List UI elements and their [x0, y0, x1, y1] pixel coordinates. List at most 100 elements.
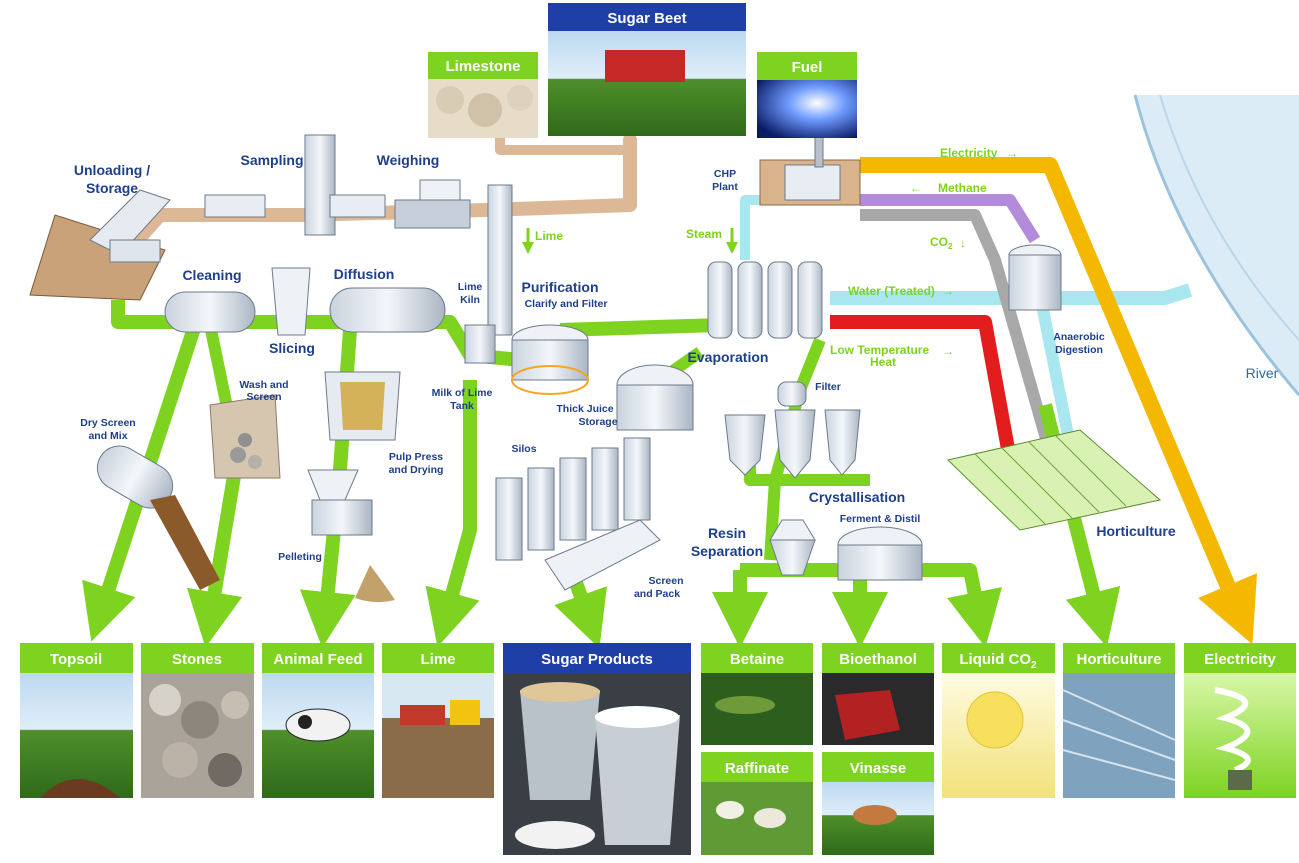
water-line [830, 283, 1193, 305]
heat-line [830, 315, 1017, 462]
silos-label: Silos [511, 443, 536, 455]
output-label-lime: Lime [420, 651, 455, 668]
output-label-vinasse: Vinasse [850, 760, 906, 777]
diffusion-drum [329, 287, 446, 333]
output-label-stones: Stones [172, 651, 222, 668]
slicing-label: Slicing [269, 340, 315, 356]
weighing-label: Weighing [377, 152, 440, 168]
steam-line [740, 195, 820, 260]
output-stones: Stones [141, 643, 254, 798]
electricity-line [860, 157, 1258, 645]
pulp-press [324, 371, 401, 441]
purification-clarifier [511, 324, 589, 395]
flow-labels: Lime Steam Electricity → ← Methane CO2 ↓… [535, 146, 1018, 369]
sampling-label: Sampling [240, 152, 303, 168]
output-electricity: Electricity [1184, 643, 1296, 798]
lime-kiln-label-1: Lime [458, 281, 483, 293]
process-labels: Unloading / Storage Sampling Weighing Cl… [74, 152, 1279, 600]
co2-flow-label: CO2 [930, 235, 953, 251]
heat-flow-label-1: Low Temperature [830, 343, 929, 357]
evaporators [707, 261, 823, 339]
steam-flow-label: Steam [686, 227, 722, 241]
output-lime: Lime [382, 643, 494, 798]
dry-screen-label-2: and Mix [88, 430, 127, 442]
unloading-label: Unloading / [74, 162, 150, 178]
heat-arrow: → [942, 344, 954, 358]
co2-arrow: ↓ [960, 236, 966, 250]
crystallisers [724, 381, 861, 479]
sampling-trucks [204, 134, 386, 236]
dry-screen-drum [96, 445, 220, 590]
input-limestone: Limestone [428, 52, 538, 138]
output-bioethanol: Bioethanol [822, 643, 934, 745]
screen-pack-label-2: and Pack [634, 588, 680, 600]
output-horticulture: Horticulture [1062, 643, 1176, 798]
crystallisation-label: Crystallisation [809, 489, 905, 505]
clarify-label: Clarify and Filter [525, 298, 608, 310]
greenhouses [946, 429, 1162, 531]
output-animal-feed: Animal Feed [262, 643, 374, 798]
methane-line [860, 194, 1041, 244]
fermenter [837, 526, 923, 581]
thick-juice-label-2: Storage [578, 416, 617, 428]
river-label: River [1246, 365, 1279, 381]
weighbridge [394, 179, 471, 229]
milk-of-lime-label-1: Milk of Lime [432, 387, 493, 399]
input-fuel: Fuel [757, 52, 857, 138]
thick-juice-storage [616, 364, 694, 431]
resin-label-1: Resin [708, 525, 746, 541]
chp-label-1: CHP [714, 168, 736, 180]
pelleting-label: Pelleting [278, 551, 322, 563]
wash-label-1: Wash and [239, 379, 288, 391]
input-label-fuel: Fuel [792, 59, 823, 76]
resin-separator [769, 519, 816, 576]
output-raffinate: Raffinate [701, 752, 813, 855]
output-vinasse: Vinasse [822, 752, 934, 855]
input-label-limestone: Limestone [445, 58, 520, 75]
input-sugar-beet: Sugar Beet [548, 3, 746, 136]
methane-arrow: ← [910, 181, 922, 195]
pelleting-machine [307, 469, 395, 603]
output-label-bioethanol: Bioethanol [839, 651, 917, 668]
anaerobic-label-2: Digestion [1055, 344, 1103, 356]
storage-label: Storage [86, 180, 138, 196]
output-label-topsoil: Topsoil [50, 651, 102, 668]
lime-flow-label: Lime [535, 229, 563, 243]
anaerobic-digester [1008, 244, 1062, 311]
output-label-sugar-products: Sugar Products [541, 651, 653, 668]
dry-screen-label-1: Dry Screen [80, 417, 135, 429]
output-liquid-co2: Liquid CO2 [942, 643, 1055, 798]
output-label-electricity: Electricity [1204, 651, 1276, 668]
output-label-animal-feed: Animal Feed [273, 651, 362, 668]
output-label-liquid-co2: Liquid CO2 [959, 651, 1037, 671]
lime-kiln-tower [464, 184, 513, 364]
pulp-press-label-2: and Drying [389, 464, 444, 476]
lime-kiln-label-2: Kiln [460, 294, 480, 306]
ferment-label: Ferment & Distil [840, 513, 921, 525]
electricity-flow-label: Electricity [940, 146, 998, 160]
input-label-sugar-beet: Sugar Beet [607, 10, 686, 27]
water-arrow: → [942, 284, 954, 298]
output-label-betaine: Betaine [730, 651, 784, 668]
co2-line [860, 209, 1061, 472]
heat-flow-label-2: Heat [870, 355, 896, 369]
wash-label-2: Screen [246, 391, 281, 403]
screen-pack-label-1: Screen [648, 575, 683, 587]
unloading-storage-equipment [29, 189, 171, 301]
filter-label: Filter [815, 381, 841, 393]
electricity-arrow: → [1006, 146, 1018, 160]
output-betaine: Betaine [701, 643, 813, 745]
methane-flow-label: Methane [938, 181, 987, 195]
output-sugar-products: Sugar Products [503, 643, 691, 855]
thick-juice-label-1: Thick Juice [556, 403, 613, 415]
cleaning-label: Cleaning [182, 267, 241, 283]
chp-label-2: Plant [712, 181, 738, 193]
output-label-raffinate: Raffinate [725, 760, 789, 777]
evaporation-label: Evaporation [688, 349, 769, 365]
slicer [271, 267, 311, 336]
horticulture-label: Horticulture [1096, 523, 1176, 539]
output-topsoil: Topsoil [20, 643, 133, 798]
wash-screen-stones [209, 394, 281, 479]
